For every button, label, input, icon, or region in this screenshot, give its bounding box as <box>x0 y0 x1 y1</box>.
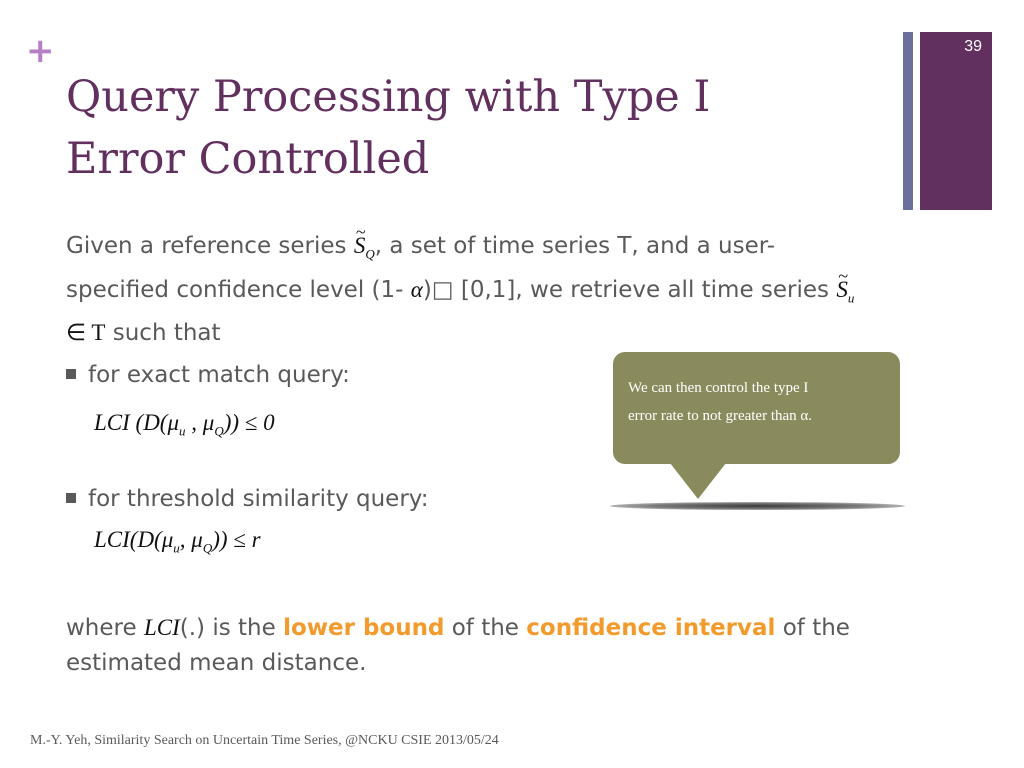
conclusion-paragraph: where LCI(.) is the lower bound of the c… <box>66 615 850 676</box>
formula-threshold-similarity: LCI(D(μu, μQ)) ≤ r <box>94 527 261 556</box>
intro-paragraph: Given a reference series SQ, a set of ti… <box>66 215 866 351</box>
intro-text-4: such that <box>105 320 221 347</box>
highlight-confidence-interval: confidence interval <box>526 615 776 641</box>
slide-number: 39 <box>964 38 982 55</box>
title-line-2: Error Controlled <box>66 134 430 184</box>
bullet-label: for exact match query: <box>88 362 350 388</box>
formula-exact-match: LCI (D(μu , μQ)) ≤ 0 <box>94 410 275 439</box>
footer-citation: M.-Y. Yeh, Similarity Search on Uncertai… <box>30 733 499 748</box>
lci-term: LCI <box>143 615 180 640</box>
intro-text-1: Given a reference series <box>66 233 354 259</box>
highlight-lower-bound: lower bound <box>283 615 445 641</box>
callout-line-1: We can then control the type I <box>628 380 809 396</box>
plus-icon: + <box>26 31 55 71</box>
bullet-label: for threshold similarity query: <box>88 486 429 512</box>
alpha-symbol: α <box>410 276 423 302</box>
slide-title: Query Processing with Type I Error Contr… <box>66 66 866 190</box>
reference-series-symbol: SQ <box>354 215 375 262</box>
intro-text-2: , a set of time series T, and a user-spe… <box>66 233 776 303</box>
callout-pointer <box>670 463 726 499</box>
accent-bar-thin <box>903 32 913 210</box>
callout-line-2: error rate to not greater than α. <box>628 408 813 424</box>
set-membership: ∈ T <box>66 320 106 346</box>
callout-box: We can then control the type I error rat… <box>613 352 900 464</box>
title-line-1: Query Processing with Type I <box>66 72 711 122</box>
candidate-series-symbol: Su <box>836 259 854 306</box>
square-bullet-icon <box>66 369 76 379</box>
callout-shadow <box>610 502 905 510</box>
bullet-exact-match: for exact match query: <box>66 362 350 388</box>
accent-bar-wide <box>920 32 992 210</box>
square-bullet-icon <box>66 493 76 503</box>
intro-text-3: )□ [0,1], we retrieve all time series <box>422 276 837 303</box>
bullet-threshold-similarity: for threshold similarity query: <box>66 486 428 512</box>
